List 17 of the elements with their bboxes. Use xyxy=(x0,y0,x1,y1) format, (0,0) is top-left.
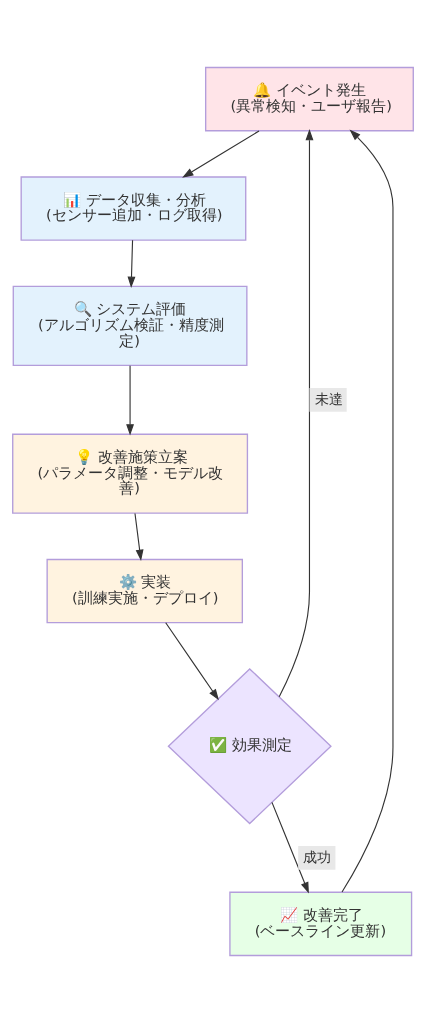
arrow xyxy=(182,129,260,178)
edge-label: 未達 xyxy=(314,390,343,407)
node-box: ⚙ 実装 (訓練実施・デプロイ) xyxy=(46,558,243,623)
node-diamond: ✅ 効果測定 xyxy=(167,667,332,824)
arrow xyxy=(127,239,136,288)
node-box: 💡 改善施策立案 (パラメータ調整・モデル改善) xyxy=(12,433,249,514)
node-box: 🔔 イベント発生 (異常検知・ユーザ報告) xyxy=(205,66,414,131)
arrow xyxy=(341,129,394,893)
node-box: 📊 データ収集・分析 (センサー追加・ログ取得) xyxy=(20,175,247,241)
node-box: 📈 改善完了 (ベースライン更新) xyxy=(229,891,413,956)
arrow xyxy=(278,128,314,697)
node-box: 🔍 システム評価 (アルゴリズム検証・精度測定) xyxy=(12,285,248,366)
arrow xyxy=(271,801,309,893)
edge-label: 成功 xyxy=(303,848,332,865)
arrow xyxy=(134,512,144,561)
arrow xyxy=(126,364,135,435)
arrow xyxy=(165,621,219,700)
